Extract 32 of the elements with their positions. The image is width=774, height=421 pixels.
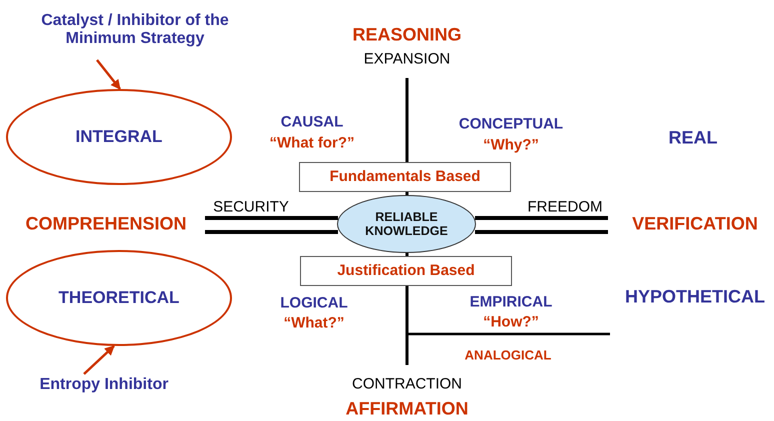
axis-label: VERIFICATION — [632, 214, 758, 234]
arrow — [96, 59, 121, 90]
axis-label: REASONING — [352, 24, 462, 46]
axis-label: AFFIRMATION — [346, 398, 468, 420]
node-text: Fundamentals Based — [330, 168, 480, 186]
quadrant-question: “What for?” — [270, 134, 354, 152]
callout-text: Entropy Inhibitor — [40, 376, 168, 394]
callout-text: Catalyst / Inhibitor of the Minimum Strategy — [40, 12, 230, 48]
node-text: INTEGRAL — [76, 127, 162, 147]
axis-label: FREEDOM — [528, 198, 602, 216]
process-box — [300, 256, 512, 286]
ellipse-node — [6, 89, 232, 185]
side-label: HYPOTHETICAL — [625, 286, 765, 308]
quadrant-label: ANALOGICAL — [464, 348, 552, 362]
node-text: Justification Based — [337, 262, 475, 280]
axis-label: EXPANSION — [364, 50, 450, 68]
arrow — [83, 345, 115, 375]
quadrant-question: “What?” — [284, 314, 344, 332]
axis-label: COMPREHENSION — [26, 214, 186, 234]
side-label: REAL — [668, 128, 718, 148]
quadrant-label: EMPIRICAL — [470, 294, 552, 310]
ellipse-node — [6, 250, 232, 346]
quadrant-label: CAUSAL — [280, 114, 344, 130]
node-text: RELIABLE KNOWLEDGE — [364, 210, 449, 238]
axis-label: SECURITY — [213, 198, 289, 216]
quadrant-label: LOGICAL — [280, 294, 348, 312]
node-text: THEORETICAL — [58, 288, 180, 308]
quadrant-question: “Why?” — [483, 136, 539, 154]
quadrant-question: “How?” — [483, 314, 539, 330]
axis-label: CONTRACTION — [352, 376, 462, 392]
process-box — [299, 162, 511, 192]
quadrant-label: CONCEPTUAL — [458, 116, 564, 132]
